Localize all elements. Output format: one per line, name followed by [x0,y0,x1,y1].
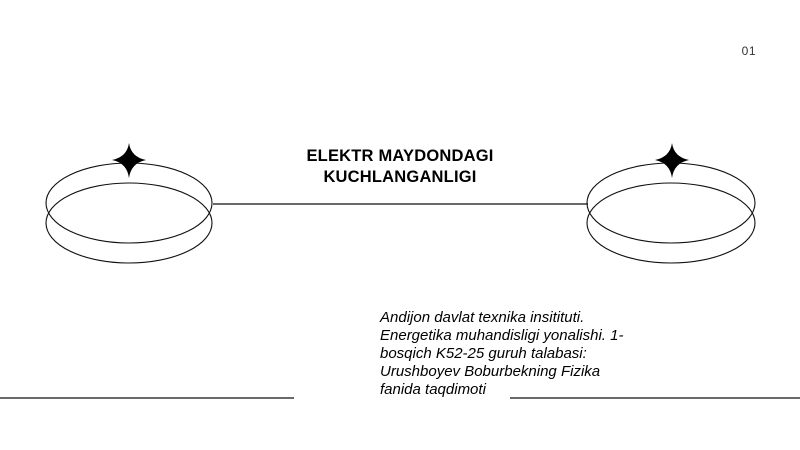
right-ring-decoration [586,162,756,264]
slide-title: ELEKTR MAYDONDAGI KUCHLANGANLIGI [270,146,530,188]
subtitle-line: Urushboyev Boburbekning Fizika [380,363,601,380]
sparkle-star-icon [112,143,146,178]
slide-title-line: ELEKTR MAYDONDAGI [306,147,494,165]
page-number: 01 [741,44,756,58]
subtitle-line: Andijon davlat texnika insitituti. [380,309,585,326]
slide-title-line: KUCHLANGANLIGI [323,168,477,186]
subtitle-line: bosqich K52-25 guruh talabasi: [380,345,587,362]
subtitle-line: fanida taqdimoti [380,381,486,398]
slide-subtitle: Andijon davlat texnika insitituti. Energ… [380,309,680,399]
subtitle-line: Energetika muhandisligi yonalishi. 1- [380,327,624,344]
sparkle-star-icon [655,143,689,178]
